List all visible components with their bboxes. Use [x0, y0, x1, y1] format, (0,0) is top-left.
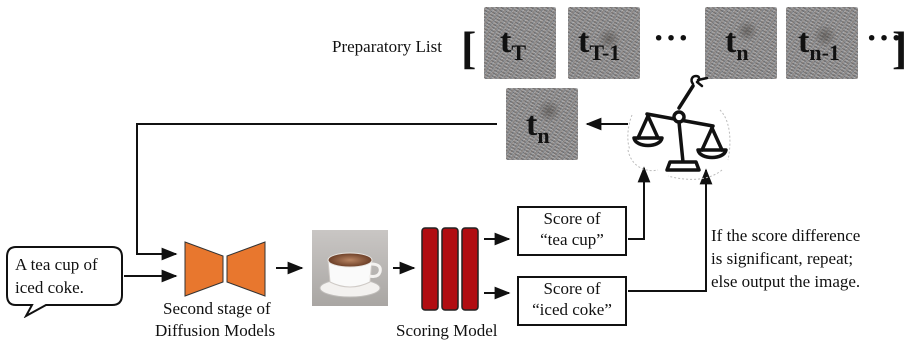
scoring-model-label: Scoring Model [396, 321, 498, 340]
score-tea-cup-line-1: Score of [543, 209, 601, 228]
score-box-tea-cup: Score of “tea cup” [517, 206, 627, 256]
decision-line-3: else output the image. [711, 272, 861, 291]
feedback-line [136, 123, 497, 261]
score-tea-cup-line-2: “tea cup” [540, 230, 604, 249]
list-ellipsis: ··· [653, 20, 691, 57]
score-a-to-scale-arrow [628, 166, 651, 240]
close-bracket: ] [892, 22, 908, 73]
diffusion-label-line-2: Diffusion Models [155, 321, 276, 340]
preparatory-list-label: Preparatory List [332, 37, 442, 56]
scoring-model-icon [421, 227, 479, 311]
generated-teacup-image [312, 230, 388, 306]
score-box-iced-coke: Score of “iced coke” [517, 276, 627, 326]
decision-line-2: is significant, repeat; [711, 249, 854, 268]
diffusion-model-icon [184, 241, 266, 297]
noisy-latent-tile: tT-1 [568, 7, 640, 79]
list-ellipsis: ··· [866, 20, 904, 57]
prompt-speech-bubble [6, 246, 123, 318]
noisy-latent-tile: tn [705, 7, 777, 79]
noisy-latent-tile: tn-1 [786, 7, 858, 79]
open-bracket: [ [461, 22, 477, 73]
prompt-line-2: iced coke. [15, 278, 84, 297]
score-iced-coke-line-2: “iced coke” [532, 300, 612, 319]
diffusion-label-line-1: Second stage of [163, 299, 271, 318]
balance-scale-icon [632, 74, 728, 172]
noisy-latent-tile: tT [484, 7, 556, 79]
decision-line-1: If the score difference [711, 226, 861, 245]
score-iced-coke-line-1: Score of [543, 279, 601, 298]
prompt-line-1: A tea cup of [15, 255, 98, 274]
selected-latent-tile: tn [506, 88, 578, 160]
score-b-to-scale-arrow [628, 168, 713, 292]
